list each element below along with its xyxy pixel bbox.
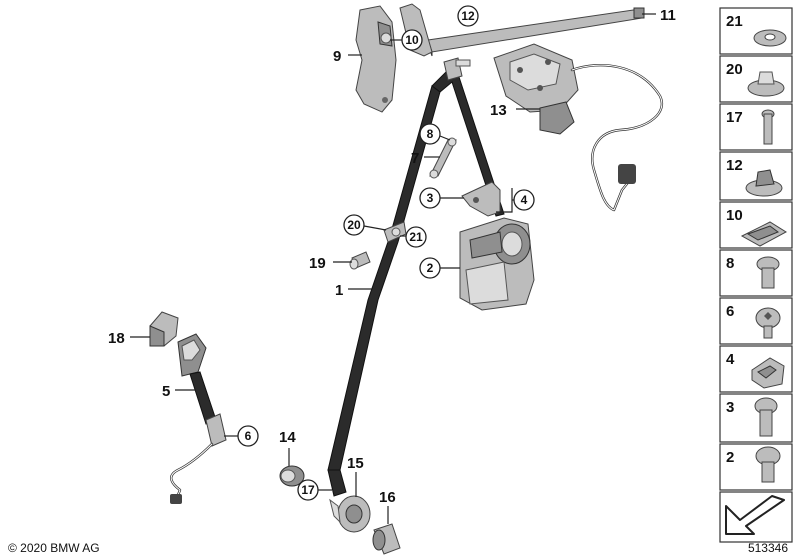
callout-10: 10 [390,29,423,51]
torx-screw-icon [754,397,778,437]
bracket-part [355,5,397,113]
svg-text:3: 3 [427,191,434,205]
callout-9: 9 [333,48,362,65]
callout-2: 2 [419,257,460,279]
callout-3: 3 [419,187,464,209]
callout-4: 4 [496,188,535,213]
torx-screw-icon [755,446,781,483]
fastener-legend: 21 20 17 12 [719,7,793,543]
svg-text:17: 17 [301,483,315,497]
arrow-icon [725,495,785,535]
buckle-cable [170,442,214,504]
svg-text:20: 20 [726,61,743,78]
svg-text:17: 17 [726,109,743,126]
svg-text:21: 21 [409,230,423,244]
callout-16: 16 [379,489,396,524]
legend-item-8: 8 [719,249,793,297]
spring-clip-icon [740,221,787,247]
belt-retractor-part [459,217,535,311]
adjuster-cable [570,64,663,212]
callout-14: 14 [279,429,296,466]
guide-link-part [429,137,457,179]
legend-item-17: 17 [719,103,793,151]
belt-buckle-part [177,333,227,447]
callout-20: 20 [343,214,387,236]
legend-item-12: 12 [719,151,793,201]
svg-text:5: 5 [162,383,170,400]
legend-item-21: 21 [719,7,793,55]
copyright-text: © 2020 BMW AG [8,541,100,555]
svg-text:20: 20 [347,218,361,232]
legend-item-3: 3 [719,393,793,443]
svg-text:13: 13 [490,102,507,119]
svg-text:12: 12 [461,9,475,23]
callout-12: 12 [457,5,479,27]
callout-19: 19 [309,255,352,272]
legend-item-2: 2 [719,443,793,491]
hex-nut-icon [745,169,783,197]
svg-text:8: 8 [427,127,434,141]
svg-text:18: 18 [108,330,125,347]
svg-text:10: 10 [726,207,743,224]
washer-icon [753,29,787,47]
callout-13: 13 [490,102,540,119]
svg-text:8: 8 [726,255,734,272]
svg-text:6: 6 [245,429,252,443]
svg-text:9: 9 [333,48,341,65]
svg-text:14: 14 [279,429,296,446]
svg-text:21: 21 [726,13,743,30]
svg-text:7: 7 [411,150,419,167]
sleeve-part [372,523,401,555]
legend-item-6: 6 [719,297,793,345]
legend-item-4: 4 [719,345,793,393]
legend-item-20: 20 [719,55,793,103]
height-adjuster-part [493,43,579,135]
clip-nut-icon [747,71,785,97]
torx-screw-icon [756,256,780,289]
spacer-part [279,465,305,487]
svg-text:6: 6 [726,303,734,320]
svg-text:2: 2 [726,449,734,466]
legend-item-10: 10 [719,201,793,249]
svg-text:2: 2 [427,261,434,275]
callout-7: 7 [411,150,440,167]
buckle-cover-part [149,311,179,347]
svg-text:1: 1 [335,282,343,299]
callout-18: 18 [108,330,150,347]
callout-8: 8 [419,123,451,145]
retractor-bracket-part [461,181,501,217]
guide-rail-part [399,3,645,57]
torx-screw-icon [755,307,781,339]
callout-21: 21 [400,226,427,248]
callout-1: 1 [335,282,372,299]
clip-nut-icon [751,357,785,389]
svg-text:4: 4 [521,193,528,207]
bolt-icon [761,109,775,145]
legend-arrow-box [719,491,793,543]
svg-text:12: 12 [726,157,743,174]
diagram-id: 513346 [748,541,788,555]
svg-text:4: 4 [726,351,735,368]
callout-11: 11 [642,7,676,24]
callout-5: 5 [162,383,196,400]
svg-text:19: 19 [309,255,326,272]
upper-anchor-part [443,57,471,81]
svg-text:16: 16 [379,489,396,506]
svg-text:15: 15 [347,455,364,472]
pin-part [349,251,371,270]
callout-15: 15 [347,455,364,497]
end-fitting-part [329,495,371,533]
callout-17: 17 [297,479,332,501]
svg-text:10: 10 [405,33,419,47]
svg-text:3: 3 [726,399,734,416]
svg-text:11: 11 [660,7,676,24]
callout-6: 6 [224,425,259,447]
